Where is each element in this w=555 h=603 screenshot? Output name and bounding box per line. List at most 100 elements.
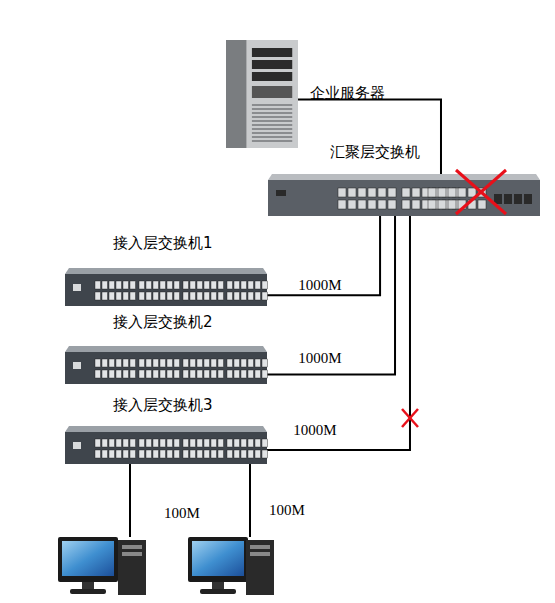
device-label: 接入层交换机1: [113, 234, 213, 252]
switch-port: [248, 281, 254, 289]
switch-port: [218, 439, 224, 447]
device-label: 接入层交换机3: [113, 396, 213, 414]
switch-port: [262, 439, 268, 447]
switch-port: [109, 370, 115, 378]
switch-port: [338, 188, 346, 197]
switch-port: [130, 450, 136, 458]
switch-port: [262, 450, 268, 458]
vent-slot: [252, 104, 292, 106]
switch-port: [109, 359, 115, 367]
switch-port: [211, 439, 217, 447]
switch-port: [153, 281, 159, 289]
switch-port: [458, 200, 466, 209]
switch-port: [378, 200, 386, 209]
switch-port: [204, 292, 210, 300]
switch-port: [183, 359, 189, 367]
switch-port: [211, 370, 217, 378]
server-illustration: [226, 40, 298, 148]
switch-port: [204, 439, 210, 447]
monitor-stand: [200, 589, 236, 594]
drive-bay: [250, 545, 270, 549]
monitor-bezel: [58, 537, 118, 582]
switch-port: [116, 281, 122, 289]
switch-node: 接入层交换机3: [65, 426, 267, 464]
switch-port: [95, 370, 101, 378]
device-group: [65, 346, 268, 384]
device-label: 接入层交换机2: [113, 313, 213, 331]
switch-port: [218, 359, 224, 367]
switch-port: [167, 370, 173, 378]
switch-port: [234, 292, 240, 300]
switch-port: [109, 281, 115, 289]
switch-illustration: [65, 426, 267, 464]
switch-port: [255, 439, 261, 447]
switch-port: [160, 292, 166, 300]
switch-port: [438, 200, 446, 209]
switch-port: [248, 370, 254, 378]
switch-port: [123, 450, 129, 458]
switch-port: [197, 292, 203, 300]
switch-port: [174, 359, 180, 367]
switch-port: [160, 439, 166, 447]
switch-port: [190, 359, 196, 367]
console-port: [73, 442, 81, 449]
switch-port: [102, 359, 108, 367]
switch-port: [234, 439, 240, 447]
switch-port: [139, 370, 145, 378]
switch-port: [358, 188, 366, 197]
switch-port: [174, 439, 180, 447]
vent-slot: [252, 140, 292, 142]
switch-port: [95, 439, 101, 447]
switch-port: [412, 200, 420, 209]
switch-port: [183, 370, 189, 378]
switch-port: [130, 281, 136, 289]
switch-port: [190, 450, 196, 458]
switch-port: [123, 359, 129, 367]
switch-port: [102, 370, 108, 378]
vent-slot: [252, 116, 292, 118]
server-front: [246, 40, 298, 148]
switch-port: [116, 370, 122, 378]
cross-stroke: [456, 170, 506, 214]
switch-port: [183, 439, 189, 447]
switch-port: [102, 292, 108, 300]
switch-port: [139, 281, 145, 289]
device-group: [65, 426, 268, 464]
switch-port: [248, 450, 254, 458]
switch-port: [197, 370, 203, 378]
switch-port: [167, 439, 173, 447]
switch-port: [241, 292, 247, 300]
vent-slot: [252, 124, 292, 126]
switch-port: [183, 292, 189, 300]
switch-port: [123, 439, 129, 447]
monitor-neck: [212, 582, 224, 590]
switch-port: [130, 370, 136, 378]
device-label: 企业服务器: [310, 84, 385, 102]
device-group: [268, 174, 540, 216]
switch-front: [268, 180, 540, 216]
pc-wire: [249, 464, 251, 537]
switch-port: [139, 292, 145, 300]
switch-port: [160, 450, 166, 458]
switch-port: [338, 200, 346, 209]
switch-port: [167, 359, 173, 367]
switch-port: [255, 281, 261, 289]
drive-bay: [252, 86, 292, 98]
switch-node: 接入层交换机2: [65, 346, 267, 384]
switch-port: [167, 281, 173, 289]
sfp-port: [524, 194, 532, 204]
switch-port: [262, 281, 268, 289]
switch-port: [139, 439, 145, 447]
switch-port: [130, 439, 136, 447]
switch-port: [218, 370, 224, 378]
switch-port: [241, 370, 247, 378]
switch-port: [123, 370, 129, 378]
pc-tower: [118, 540, 146, 595]
switch-port: [448, 200, 456, 209]
switch-port: [348, 200, 356, 209]
switch-top: [268, 174, 540, 180]
switch-port: [368, 188, 376, 197]
switch-port: [174, 450, 180, 458]
switch-port: [102, 450, 108, 458]
switch-top: [65, 268, 267, 274]
